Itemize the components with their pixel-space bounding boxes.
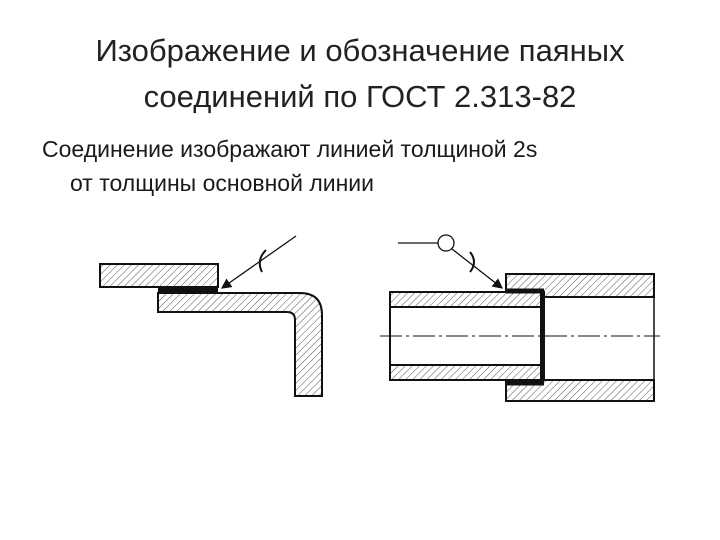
pipe-bottom-wall [389, 364, 545, 381]
title-line-2: соединений по ГОСТ 2.313-82 [143, 79, 577, 114]
body-line-2: от толщины основной линии [70, 170, 374, 196]
slide-body-text: Соединение изображают линией толщиной 2s… [42, 132, 682, 200]
figure-pipe-sleeve-joint [380, 234, 660, 402]
solder-symbol-2 [469, 251, 475, 273]
leader-line-2 [451, 248, 504, 289]
upper-plate [99, 263, 219, 288]
body-line-1: Соединение изображают линией толщиной 2s [42, 136, 538, 162]
angle-part [157, 292, 323, 397]
solder-around-circle [437, 234, 455, 252]
figure-lap-joint [99, 235, 323, 397]
slide-title: Изображение и обозначение паяных соедине… [0, 28, 720, 120]
title-line-1: Изображение и обозначение паяных [95, 33, 625, 68]
pipe-top-wall [389, 291, 545, 308]
solder-symbol [258, 249, 267, 273]
